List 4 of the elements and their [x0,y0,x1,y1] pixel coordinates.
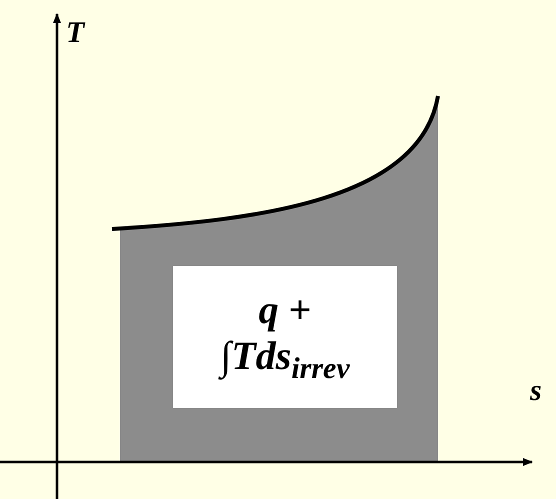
axis-label: s [530,376,542,406]
formula: q + ∫Tds$_{irrev}$ [217,287,351,387]
text-box [173,266,397,408]
axis-label: T [66,18,84,48]
